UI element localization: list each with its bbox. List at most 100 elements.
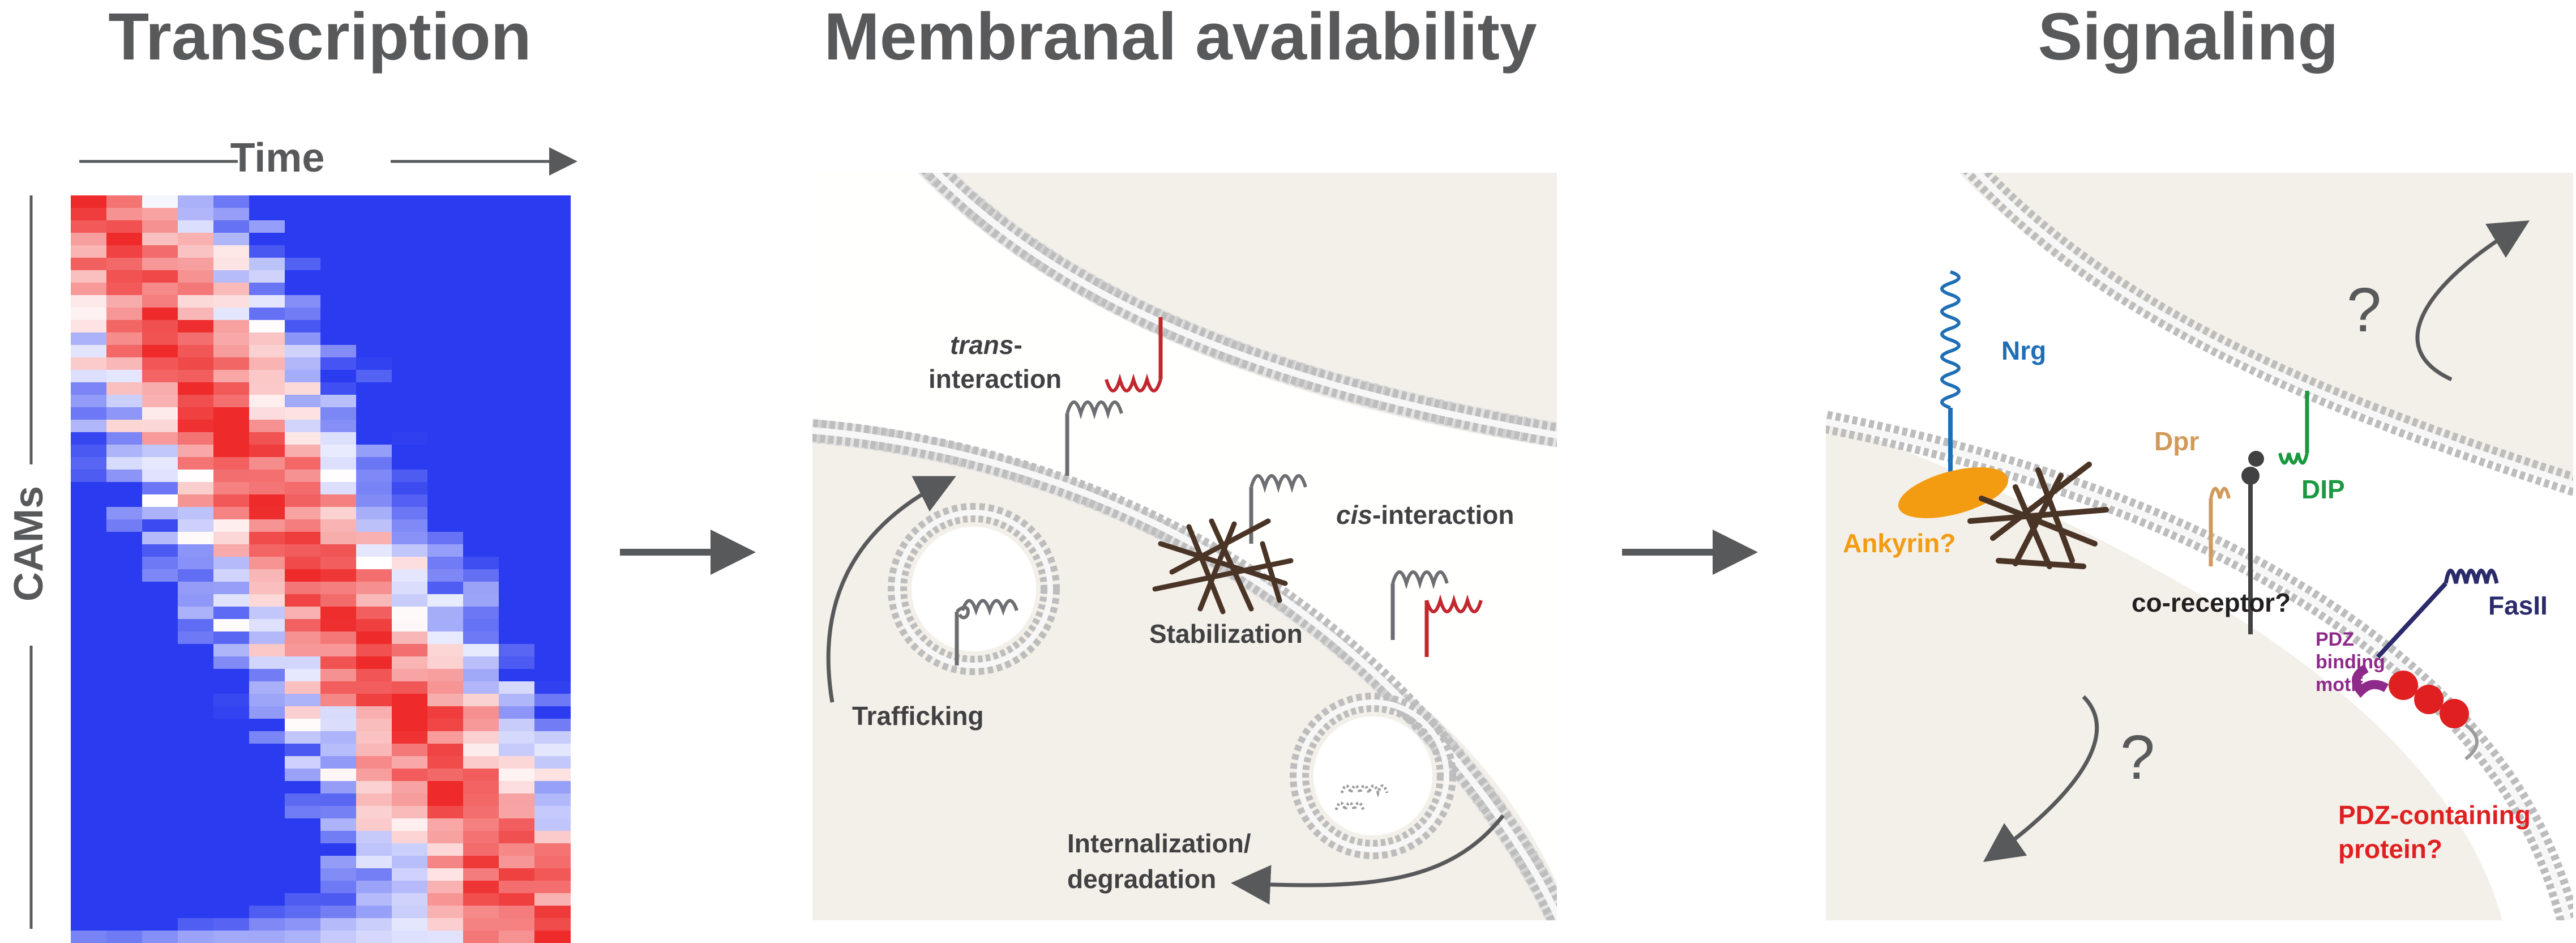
heatmap-cell xyxy=(463,557,499,570)
heatmap-cell xyxy=(106,233,143,246)
heatmap-cell xyxy=(142,245,178,258)
heatmap-cell xyxy=(499,519,535,532)
heatmap-cell xyxy=(178,681,214,694)
heatmap-cell xyxy=(285,918,321,931)
heatmap-cell xyxy=(106,893,143,906)
heatmap-cell xyxy=(320,395,357,408)
heatmap-cell xyxy=(463,470,499,483)
heatmap-cell xyxy=(534,382,571,395)
heatmap-cell xyxy=(427,395,464,408)
heatmap-cell xyxy=(499,283,535,296)
heatmap-cell xyxy=(249,681,285,694)
dpr-label: Dpr xyxy=(2154,426,2199,456)
heatmap-cell xyxy=(106,395,143,408)
heatmap-cell xyxy=(285,656,321,669)
heatmap-cell xyxy=(427,245,464,258)
heatmap-cell xyxy=(356,744,392,757)
heatmap-cell xyxy=(213,370,250,383)
heatmap-cell xyxy=(106,906,143,919)
heatmap-cell xyxy=(320,582,357,595)
heatmap-cell xyxy=(356,931,392,943)
heatmap-cell xyxy=(427,482,464,495)
heatmap-cell xyxy=(320,681,357,694)
heatmap-cell xyxy=(249,220,285,233)
heatmap-cell xyxy=(106,283,143,296)
heatmap-cell xyxy=(249,594,285,607)
heatmap-cell xyxy=(427,731,464,744)
heatmap-cell xyxy=(178,893,214,906)
heatmap-cell xyxy=(142,494,178,507)
heatmap-cell xyxy=(427,507,464,520)
heatmap-cell xyxy=(71,793,107,807)
heatmap-cell xyxy=(320,345,357,358)
heatmap-cell xyxy=(356,220,392,233)
heatmap-cell xyxy=(71,906,107,919)
heatmap-cell xyxy=(142,432,178,445)
heatmap-cell xyxy=(142,532,178,545)
heatmap-cell xyxy=(463,669,499,682)
membrane-panel: trans- interaction cis-interaction Stabi… xyxy=(812,173,1557,920)
heatmap-cell xyxy=(285,283,321,296)
heatmap-cell xyxy=(285,208,321,221)
heatmap-cell xyxy=(356,544,392,557)
heatmap-cell xyxy=(142,831,178,844)
heatmap-cell xyxy=(392,494,428,507)
heatmap-cell xyxy=(213,420,250,433)
heatmap-cell xyxy=(463,656,499,669)
heatmap-cell xyxy=(320,532,357,545)
heatmap-cell xyxy=(463,931,499,943)
heatmap-cell xyxy=(249,644,285,657)
heatmap-cell xyxy=(285,382,321,395)
heatmap-cell xyxy=(499,245,535,258)
heatmap-cell xyxy=(142,382,178,395)
heatmap-cell xyxy=(213,569,250,582)
heatmap-cell xyxy=(213,619,250,632)
heatmap-cell xyxy=(213,669,250,682)
heatmap-cell xyxy=(320,818,357,831)
heatmap-cell xyxy=(285,881,321,894)
heatmap-cell xyxy=(427,195,464,208)
heatmap-cell xyxy=(392,532,428,545)
heatmap-cell xyxy=(285,220,321,233)
heatmap-cell xyxy=(285,681,321,694)
heatmap-cell xyxy=(213,258,250,271)
heatmap-cell xyxy=(534,532,571,545)
heatmap-cell xyxy=(499,420,535,433)
heatmap-cell xyxy=(285,831,321,844)
heatmap-cell xyxy=(427,382,464,395)
heatmap-cell xyxy=(427,881,464,894)
heatmap-cell xyxy=(463,208,499,221)
heatmap-cell xyxy=(463,258,499,271)
heatmap-cell xyxy=(285,457,321,470)
heatmap-cell xyxy=(249,382,285,395)
stabilized-receptor xyxy=(1249,474,1307,544)
heatmap-cell xyxy=(285,345,321,358)
heatmap-cell xyxy=(534,195,571,208)
heatmap-cell xyxy=(106,470,143,483)
heatmap-cell xyxy=(356,694,392,707)
heatmap-cell xyxy=(213,519,250,532)
heatmap-cell xyxy=(213,893,250,906)
heatmap-cell xyxy=(142,544,178,557)
signaling-panel: ? ? Nrg Ankyrin? Dpr DIP co-receptor? Fa… xyxy=(1826,173,2573,920)
heatmap-cell xyxy=(178,544,214,557)
heatmap-cell xyxy=(534,420,571,433)
heatmap-cell xyxy=(71,445,107,458)
heatmap-cell xyxy=(249,208,285,221)
heatmap-cell xyxy=(356,806,392,819)
heatmap-cell xyxy=(356,582,392,595)
heatmap-cell xyxy=(142,656,178,669)
degradation-label: degradation xyxy=(1067,864,1216,894)
heatmap-cell xyxy=(320,644,357,657)
heatmap-cell xyxy=(534,868,571,881)
heatmap-cell xyxy=(142,420,178,433)
heatmap-cell xyxy=(178,868,214,881)
heatmap-cell xyxy=(463,806,499,819)
heatmap-cell xyxy=(178,669,214,682)
heatmap-cell xyxy=(392,308,428,321)
heatmap-cell xyxy=(499,631,535,645)
heatmap-cell xyxy=(427,918,464,931)
heatmap-cell xyxy=(178,607,214,620)
heatmap-cell xyxy=(320,457,357,470)
heatmap-cell xyxy=(499,719,535,732)
